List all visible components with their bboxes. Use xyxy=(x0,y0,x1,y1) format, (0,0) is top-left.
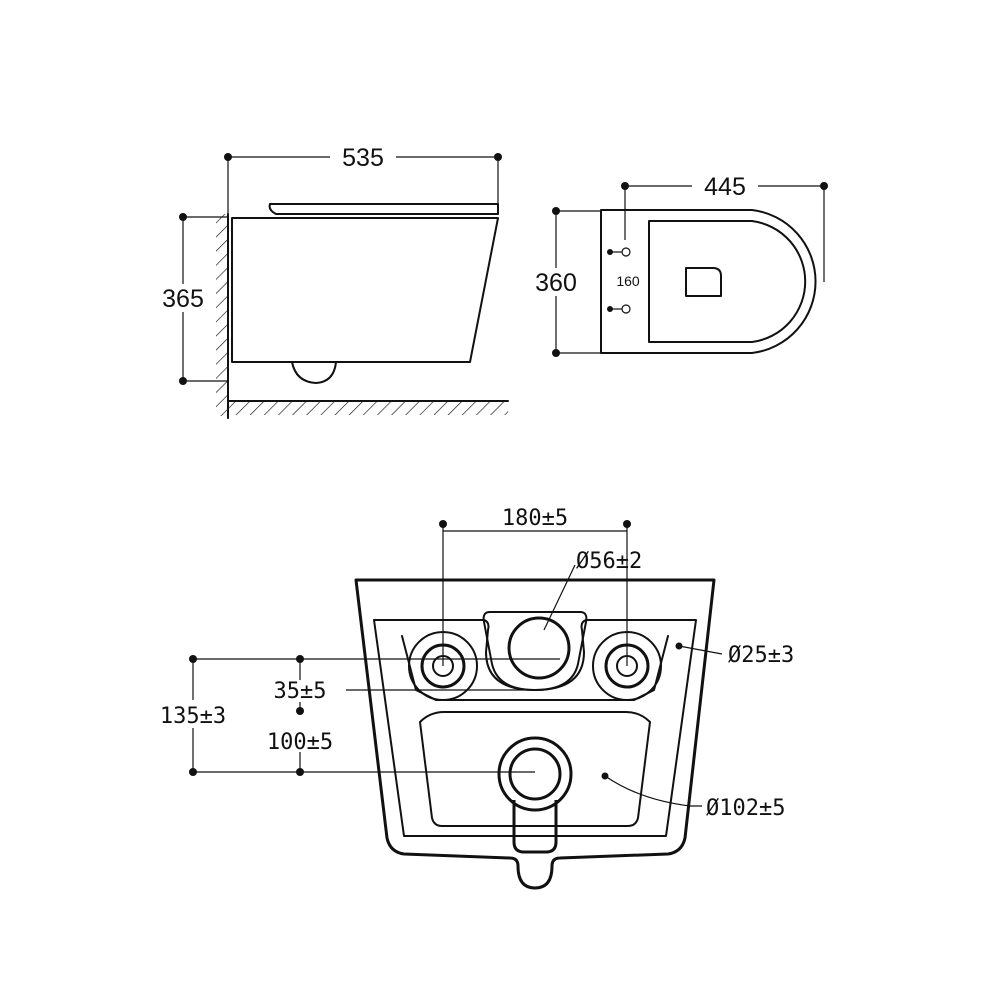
inlet-housing xyxy=(482,611,588,691)
outlet-circle-inner xyxy=(508,747,562,801)
outlet-circle xyxy=(497,736,573,812)
dim-dot xyxy=(439,520,447,528)
dim-dot xyxy=(623,520,631,528)
toilet-body-side xyxy=(231,217,499,363)
floor-hatch xyxy=(228,401,508,415)
dim-dot xyxy=(296,707,304,715)
width-label: 360 xyxy=(535,269,577,297)
rear-inner-cavity xyxy=(419,711,651,827)
toilet-inner-top xyxy=(648,220,807,343)
bolt-offset-label: 35±5 xyxy=(274,679,327,704)
dim-dot xyxy=(552,207,560,215)
dim-dot xyxy=(607,249,613,255)
dim-dot xyxy=(179,213,187,221)
outlet-spigot xyxy=(512,800,558,854)
length-label: 535 xyxy=(342,144,384,172)
dim-dot xyxy=(621,182,629,190)
outlet-height-label: 100±5 xyxy=(267,730,333,755)
dim-dot xyxy=(601,772,609,780)
inlet-circle xyxy=(507,616,571,680)
bolt-hole-top xyxy=(621,247,631,257)
height-label: 365 xyxy=(162,285,204,313)
leader-inlet xyxy=(543,564,576,631)
total-height-label: 135±3 xyxy=(160,704,226,729)
bolt-hole-top xyxy=(621,304,631,314)
outlet-spigot-side xyxy=(291,361,337,384)
bowl-opening-top xyxy=(685,267,722,297)
rear-view: 180±5 Ø56±2 Ø25±3 135±3 35±5 100±5 Ø102±… xyxy=(148,506,794,890)
dim-dot xyxy=(552,349,560,357)
dim-dot xyxy=(224,153,232,161)
rear-outer-outline xyxy=(354,578,716,890)
bolt-spacing-label-top: 160 xyxy=(616,273,640,289)
bolt-hole-diameter-label: Ø25±3 xyxy=(728,643,794,668)
wall-hatch xyxy=(216,214,228,416)
dim-dot xyxy=(189,655,197,663)
dim-dot xyxy=(607,306,613,312)
depth-label: 445 xyxy=(704,173,746,201)
bolt-spacing-label: 180±5 xyxy=(502,506,568,531)
dim-dot xyxy=(675,642,683,650)
toilet-outline-top xyxy=(600,209,817,354)
top-view: 160 445 360 xyxy=(530,172,828,357)
rear-inner-rim xyxy=(373,619,697,837)
dim-dot xyxy=(296,768,304,776)
leader-outlet xyxy=(604,775,702,807)
seat-lid-side xyxy=(268,203,499,215)
dim-dot xyxy=(179,377,187,385)
outlet-diameter-label: Ø102±5 xyxy=(706,796,785,821)
side-view: 535 365 xyxy=(158,142,509,419)
leader-bolt-hole xyxy=(678,645,723,655)
inlet-diameter-label: Ø56±2 xyxy=(576,549,642,574)
dim-dot xyxy=(494,153,502,161)
dim-dot xyxy=(296,655,304,663)
rear-frame-channel xyxy=(401,635,669,701)
dim-dot xyxy=(820,182,828,190)
dim-dot xyxy=(189,768,197,776)
